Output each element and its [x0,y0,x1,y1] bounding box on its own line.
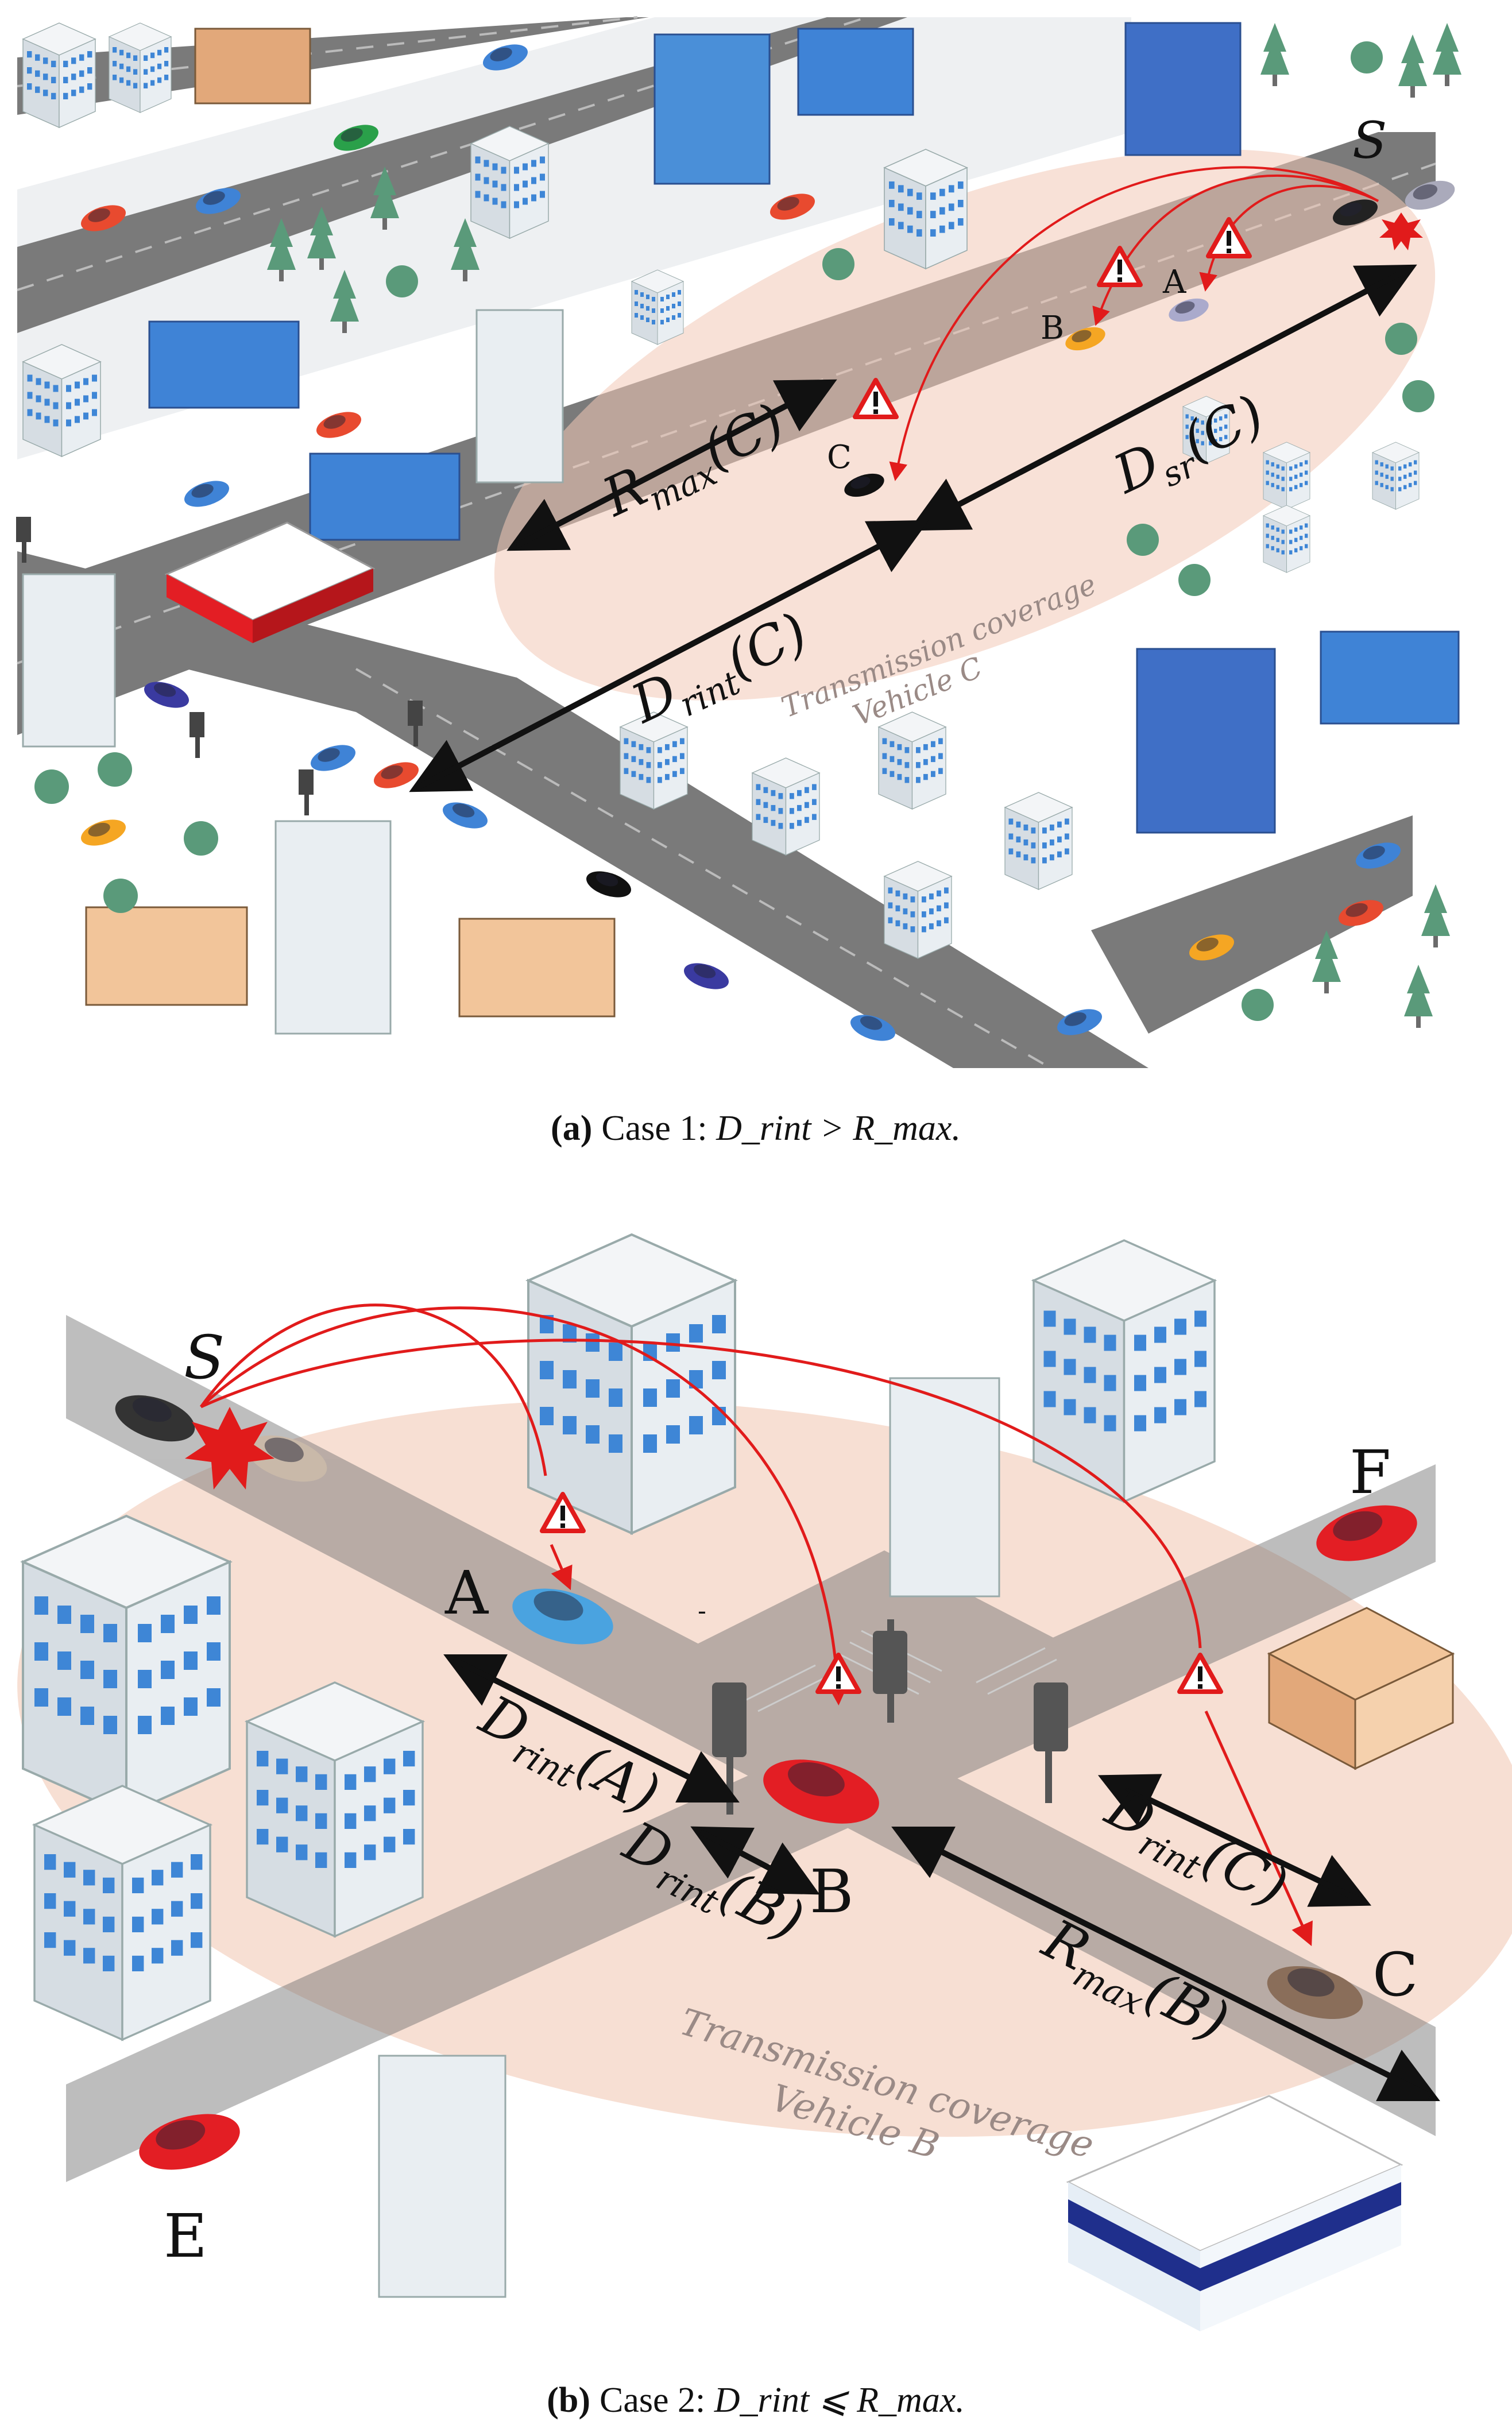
source-label: S [184,1322,225,1393]
dash-mark: - [698,1596,706,1626]
crash-icon [185,1407,274,1490]
vehicle-b-label: B [1041,310,1064,347]
panel-b: S A B C E F - Drint(A) Drint(B) Drint(C)… [17,1233,1512,2331]
factory-icon [1267,1607,1455,1770]
source-label: S [1352,111,1387,170]
vehicle-c-label: C [1372,1940,1418,2010]
building-icon [22,1233,1216,2298]
distance-arrows [409,264,1417,792]
bush-icon [34,41,1434,1021]
vehicle-a-label: A [1162,264,1186,301]
vehicle-e-label: E [164,2201,207,2271]
vehicle-c-label: C [827,439,852,476]
caption-a: (a)Case 1: D_rint > R_max. [551,1109,961,1148]
distance-arrows [443,1654,1440,2101]
panel-a: S A B C Rmax(C) Dsr(C) Drint(C) Transmis… [16,16,1461,1071]
alert-signal [199,1303,1313,1947]
gas-station-icon [164,521,376,643]
vehicle-f-label: F [1349,1437,1391,1507]
traffic-light-icon [16,517,423,815]
parking-building-icon [1066,2095,1403,2331]
building-icon [22,22,1420,1035]
traffic-light-icon [712,1619,1068,1815]
crash-icon [1379,212,1423,250]
factory-icon [85,28,1460,1018]
vehicle-a-label: A [444,1558,489,1628]
road [66,1315,1436,2182]
caption-b: (b)Case 2: D_rint ⩽ R_max. [547,2381,965,2420]
vehicle-b-label: B [810,1856,853,1927]
